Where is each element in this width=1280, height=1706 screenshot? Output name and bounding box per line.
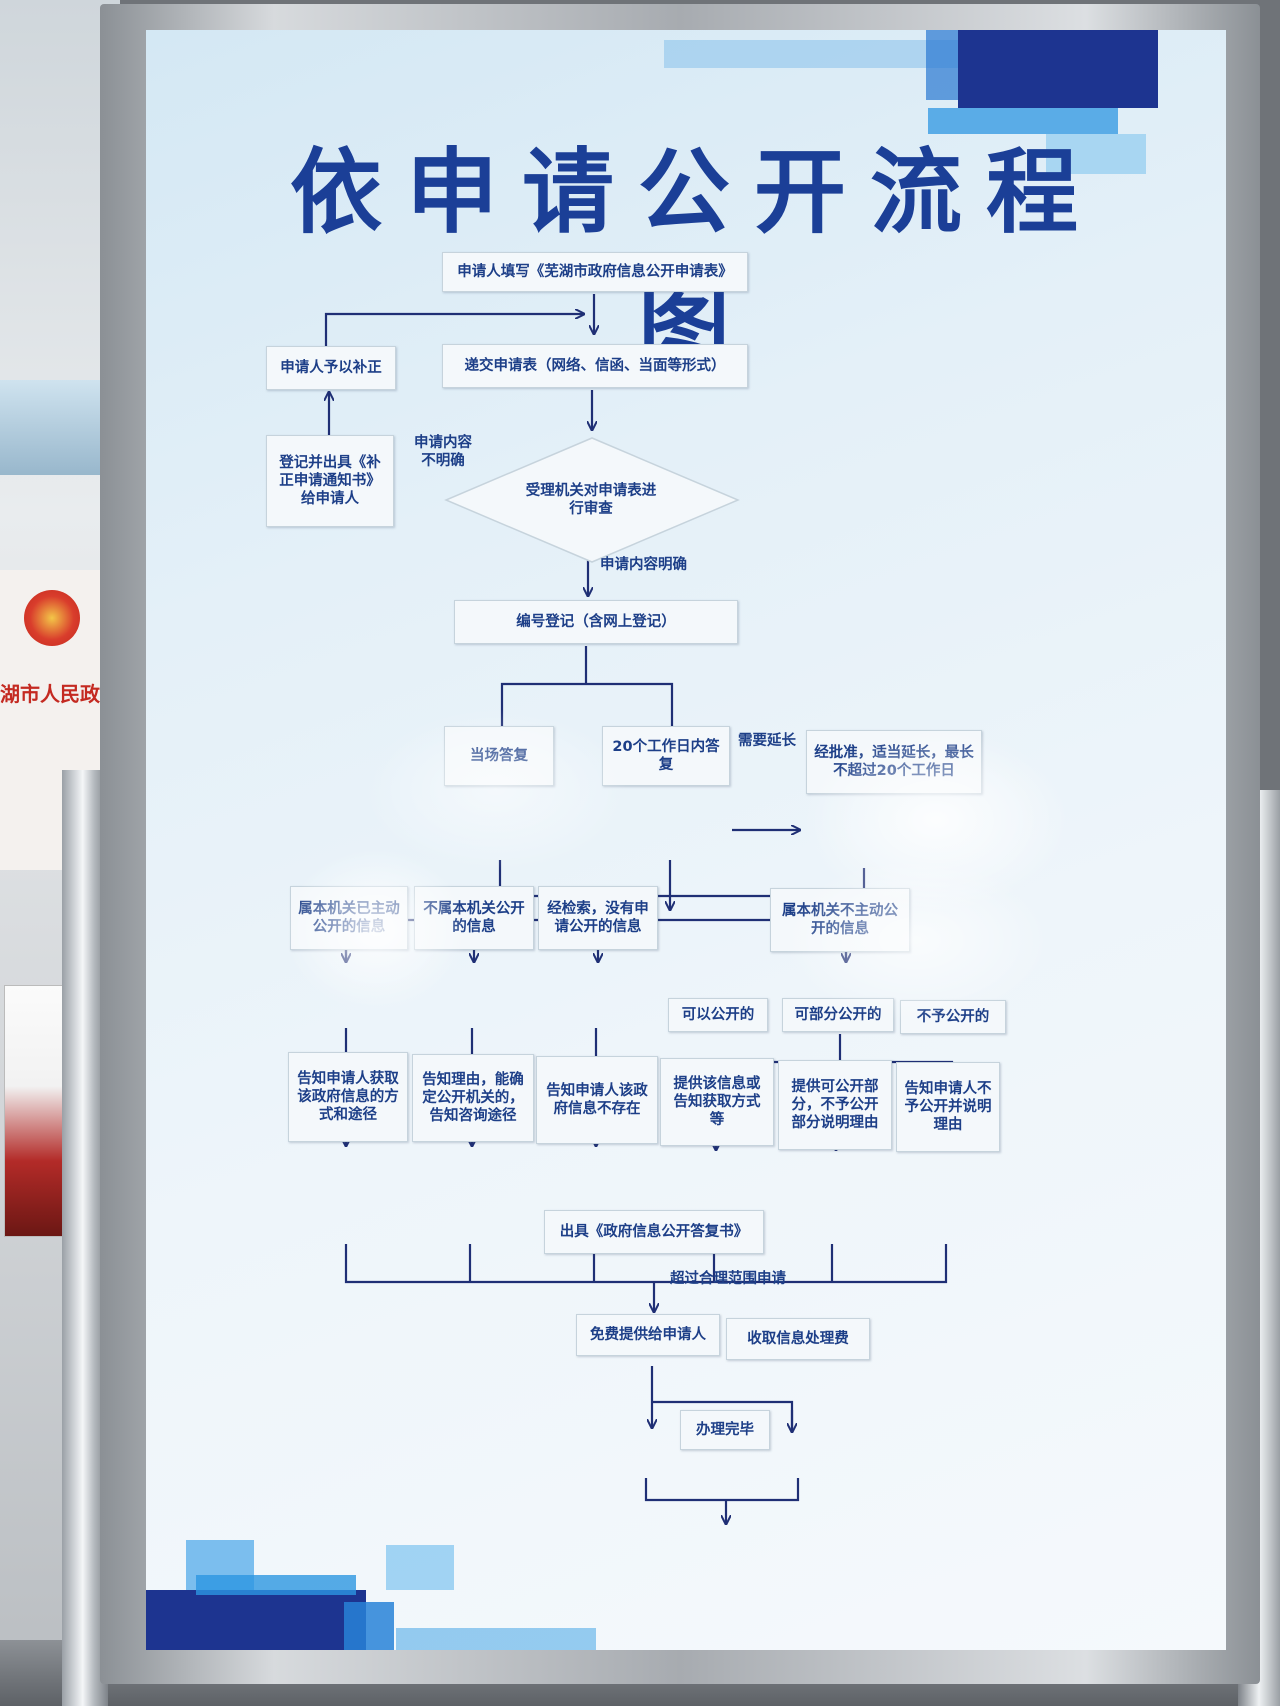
review-diamond	[444, 437, 740, 563]
side-book	[4, 985, 68, 1237]
deco-block	[396, 1628, 596, 1650]
result-3: 告知申请人该政府信息不存在	[536, 1056, 658, 1144]
step-register: 编号登记（含网上登记）	[454, 600, 738, 644]
step-fee: 收取信息处理费	[726, 1318, 870, 1360]
deco-block	[928, 108, 1118, 134]
cat-not-active: 属本机关不主动公开的信息	[770, 888, 910, 952]
deco-block	[344, 1602, 394, 1650]
side-poster-title: 湖市人民政府公	[0, 682, 108, 706]
result-2: 告知理由，能确定公开机关的，告知咨询途径	[412, 1054, 534, 1142]
label-unclear: 申请内容不明确	[414, 435, 472, 469]
deco-block	[146, 1590, 366, 1650]
branch-no-open: 不予公开的	[900, 1000, 1006, 1034]
deco-block	[386, 1545, 454, 1590]
label-need-extend: 需要延长	[738, 733, 796, 749]
deco-block	[1046, 134, 1146, 174]
branch-part-open: 可部分公开的	[782, 998, 894, 1032]
step-review: 受理机关对申请表进行审查	[525, 483, 657, 517]
step-notice: 登记并出具《补正申请通知书》给申请人	[266, 435, 394, 527]
poster-board: 依申请公开流程图	[146, 30, 1226, 1650]
deco-block	[196, 1575, 356, 1595]
result-6: 告知申请人不予公开并说明理由	[896, 1062, 1000, 1152]
cat-public: 属本机关已主动公开的信息	[290, 886, 408, 950]
step-reply-20: 20个工作日内答复	[602, 726, 730, 786]
deco-block	[958, 30, 1158, 108]
step-extend: 经批准，适当延长，最长不超过20个工作日	[806, 730, 982, 794]
branch-can-open: 可以公开的	[668, 998, 768, 1032]
step-apply-form: 申请人填写《芜湖市政府信息公开申请表》	[442, 252, 748, 292]
step-reply-book: 出具《政府信息公开答复书》	[544, 1210, 764, 1254]
result-4: 提供该信息或告知获取方式等	[660, 1058, 774, 1146]
side-shelf-books	[0, 380, 108, 475]
step-free: 免费提供给申请人	[576, 1314, 720, 1356]
cat-not-this: 不属本机关公开的信息	[414, 886, 534, 950]
label-over-scope: 超过合理范围申请	[670, 1271, 786, 1287]
cat-none: 经检索，没有申请公开的信息	[538, 886, 658, 950]
step-done: 办理完毕	[680, 1410, 770, 1450]
result-5: 提供可公开部分，不予公开部分说明理由	[778, 1060, 892, 1150]
national-emblem-icon	[24, 590, 80, 646]
step-instant-reply: 当场答复	[444, 726, 554, 786]
label-clear: 申请内容明确	[600, 557, 687, 573]
step-submit: 递交申请表（网络、信函、当面等形式）	[442, 344, 748, 388]
result-1: 告知申请人获取该政府信息的方式和途径	[288, 1052, 408, 1142]
step-supplement: 申请人予以补正	[266, 346, 396, 390]
